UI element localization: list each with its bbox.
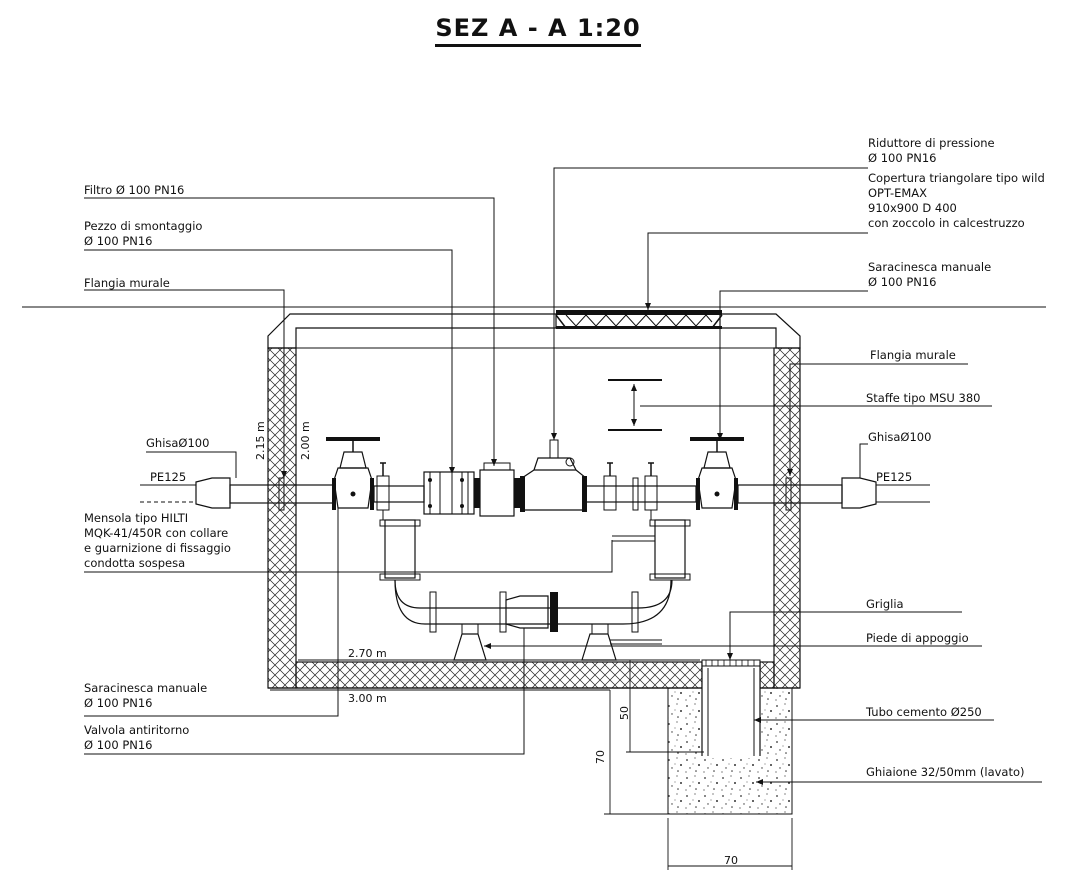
label-pe-right: PE125	[876, 470, 912, 484]
gate-valve-right	[690, 437, 744, 510]
label-copertura-4: con zoccolo in calcestruzzo	[868, 216, 1025, 230]
label-ghiaione: Ghiaione 32/50mm (lavato)	[866, 765, 1025, 779]
label-mensola-1: Mensola tipo HILTI	[84, 511, 188, 525]
label-ghisa-left: GhisaØ100	[146, 436, 209, 450]
dim-d-70-v: 70	[594, 750, 607, 764]
label-mensola-3: e guarnizione di fissaggio	[84, 541, 231, 555]
filter-body	[474, 462, 520, 517]
label-flangia-left: Flangia murale	[84, 276, 170, 290]
label-griglia: Griglia	[866, 597, 904, 611]
label-saracinesca-left-2: Ø 100 PN16	[84, 696, 152, 710]
label-copertura-1: Copertura triangolare tipo wild	[868, 171, 1045, 185]
dim-w-300: 3.00 m	[348, 692, 387, 705]
label-valvola-1: Valvola antiritorno	[84, 723, 189, 737]
label-valvola-2: Ø 100 PN16	[84, 738, 152, 752]
label-copertura-3: 910x900 D 400	[868, 201, 957, 215]
dim-h-200: 2.00 m	[299, 421, 312, 460]
pressure-reducer-body	[520, 439, 587, 512]
dim-d-50: 50	[618, 706, 631, 720]
label-copertura-2: OPT-EMAX	[868, 186, 927, 200]
chamber-walls	[267, 313, 801, 689]
bypass-pipe	[394, 579, 673, 633]
label-flangia-right: Flangia murale	[870, 348, 956, 362]
label-ghisa-right: GhisaØ100	[868, 430, 931, 444]
label-tubo: Tubo cemento Ø250	[865, 705, 982, 719]
label-saracinesca-right-2: Ø 100 PN16	[868, 275, 936, 289]
label-riduttore-2: Ø 100 PN16	[868, 151, 936, 165]
label-filtro: Filtro Ø 100 PN16	[84, 183, 184, 197]
dim-w-270: 2.70 m	[348, 647, 387, 660]
label-saracinesca-left-1: Saracinesca manuale	[84, 681, 207, 695]
label-pezzo-2: Ø 100 PN16	[84, 234, 152, 248]
label-staffe: Staffe tipo MSU 380	[866, 391, 980, 405]
label-piede: Piede di appoggio	[866, 631, 969, 645]
dimension-lines	[267, 462, 793, 870]
title-block: SEZ A - A 1:20	[420, 14, 656, 47]
dismantling-piece	[423, 471, 475, 515]
dim-h-215: 2.15 m	[254, 421, 267, 460]
griglia-grate	[701, 659, 761, 667]
gravel-pit	[667, 662, 793, 815]
cover-frame	[555, 310, 723, 329]
label-pezzo-1: Pezzo di smontaggio	[84, 219, 202, 233]
bypass-risers	[379, 510, 691, 581]
gate-valve-left	[326, 437, 380, 510]
label-saracinesca-right-1: Saracinesca manuale	[868, 260, 991, 274]
label-mensola-4: condotta sospesa	[84, 556, 185, 570]
label-group: Filtro Ø 100 PN16 Pezzo di smontaggio Ø …	[84, 136, 1045, 779]
label-mensola-2: MQK-41/450R con collare	[84, 526, 228, 540]
label-riduttore-1: Riduttore di pressione	[868, 136, 995, 150]
leader-lines	[84, 167, 1042, 785]
label-pe-left: PE125	[150, 470, 186, 484]
wall-brackets	[608, 379, 662, 431]
dim-d-70-h: 70	[724, 854, 738, 867]
drawing-title: SEZ A - A 1:20	[435, 14, 641, 47]
dimension-texts: 2.15 m 2.00 m 2.70 m 3.00 m 50 70 70	[254, 421, 738, 867]
